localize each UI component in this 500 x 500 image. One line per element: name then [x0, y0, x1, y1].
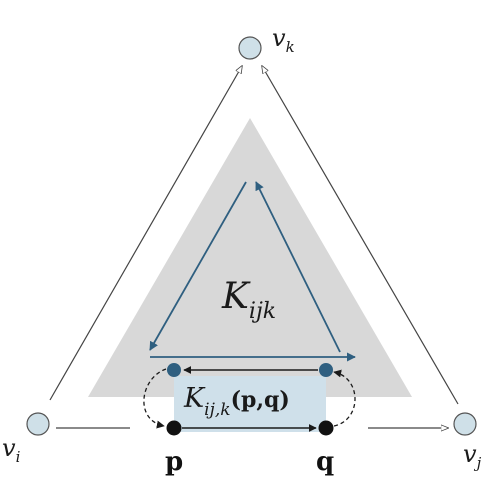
blue-cycle — [149, 181, 356, 362]
dashed-arrow-right — [333, 369, 356, 427]
outer-edges — [49, 66, 459, 428]
label-q: q — [316, 447, 334, 477]
node-q — [318, 420, 334, 436]
label-region: Kij,k(p,q) — [183, 383, 290, 420]
label-vj: vj — [463, 440, 482, 472]
dashed-arrow-left — [143, 368, 167, 429]
vertex-vj — [453, 412, 477, 436]
blue-node-right — [319, 363, 333, 377]
node-p — [166, 420, 182, 436]
edge-vj-vk — [262, 66, 459, 405]
label-simplex: Kijk — [221, 276, 276, 324]
simplex-triangle — [88, 118, 412, 397]
blue-edge-left — [149, 181, 247, 351]
label-vk: vk — [272, 24, 295, 56]
label-vi: vi — [2, 434, 21, 466]
edge-vi-vk — [49, 66, 242, 401]
vertex-vi — [26, 412, 50, 436]
blue-node-left — [167, 363, 181, 377]
blue-edge-right — [255, 181, 341, 353]
label-p: p — [165, 447, 183, 477]
vertex-vk — [238, 36, 262, 60]
region-box — [174, 376, 326, 432]
